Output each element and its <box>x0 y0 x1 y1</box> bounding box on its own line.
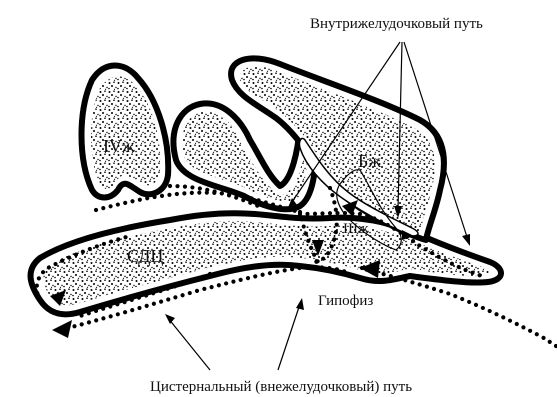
label-ventricle-iv: IVж <box>103 136 135 156</box>
ventricle-iv-shape <box>82 66 169 198</box>
label-intraventricular-path: Внутрижелудочковый путь <box>310 16 483 32</box>
label-subarachnoid: СДЦ <box>127 246 163 266</box>
label-ventricle-lateral: Бж <box>358 151 381 171</box>
label-ventricle-iii: IIIж <box>343 221 369 237</box>
label-cisternal-path: Цистернальный (внежелудочковый) путь <box>150 379 412 395</box>
arrow-left-lower <box>52 320 72 338</box>
label-pituitary: Гипофиз <box>318 293 373 309</box>
